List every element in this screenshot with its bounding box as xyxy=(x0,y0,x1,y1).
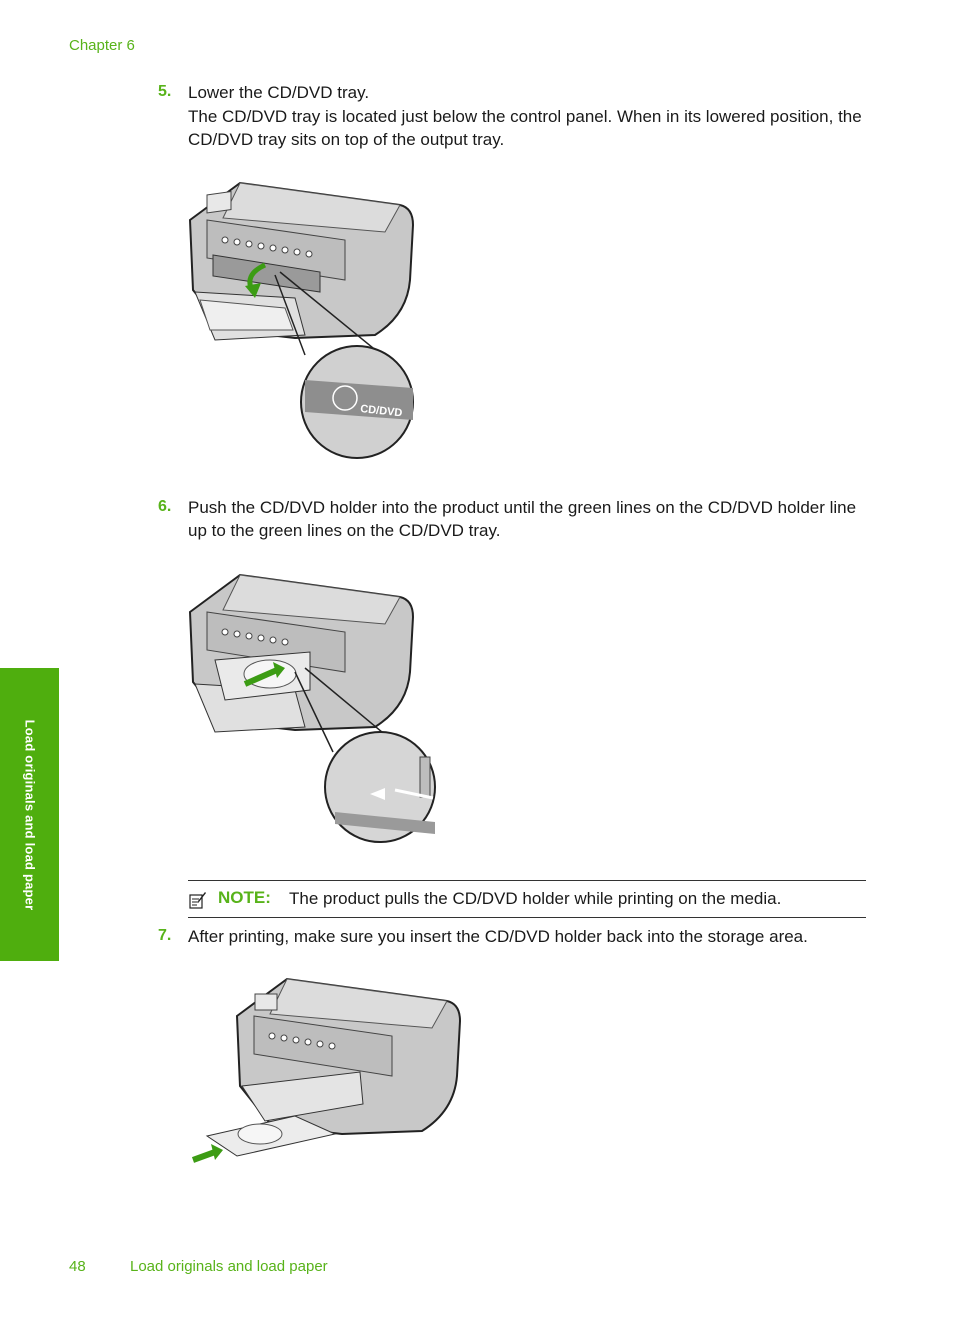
note-box: NOTE: The product pulls the CD/DVD holde… xyxy=(188,880,866,918)
note-label: NOTE: xyxy=(218,888,271,907)
printer-illustration-lower-tray: CD/DVD xyxy=(188,181,415,459)
side-tab: Load originals and load paper xyxy=(0,668,59,961)
footer-section-title: Load originals and load paper xyxy=(130,1258,328,1275)
step-title: Push the CD/DVD holder into the product … xyxy=(188,498,857,540)
note-text: The product pulls the CD/DVD holder whil… xyxy=(289,889,782,908)
step-number: 5. xyxy=(158,83,172,100)
chapter-header: Chapter 6 xyxy=(69,37,135,54)
step-body: The CD/DVD tray is located just below th… xyxy=(188,107,862,149)
page-number: 48 xyxy=(69,1258,86,1275)
side-tab-label: Load originals and load paper xyxy=(22,719,37,910)
step-title: Lower the CD/DVD tray. xyxy=(188,83,370,102)
printer-illustration-push-holder xyxy=(188,573,436,843)
printer-illustration-store-holder xyxy=(191,977,462,1163)
step-number: 6. xyxy=(158,498,172,515)
step-title: After printing, make sure you insert the… xyxy=(188,927,808,946)
note-icon xyxy=(189,892,206,909)
step-number: 7. xyxy=(158,927,172,944)
cd-dvd-callout-label: CD/DVD xyxy=(360,403,403,419)
